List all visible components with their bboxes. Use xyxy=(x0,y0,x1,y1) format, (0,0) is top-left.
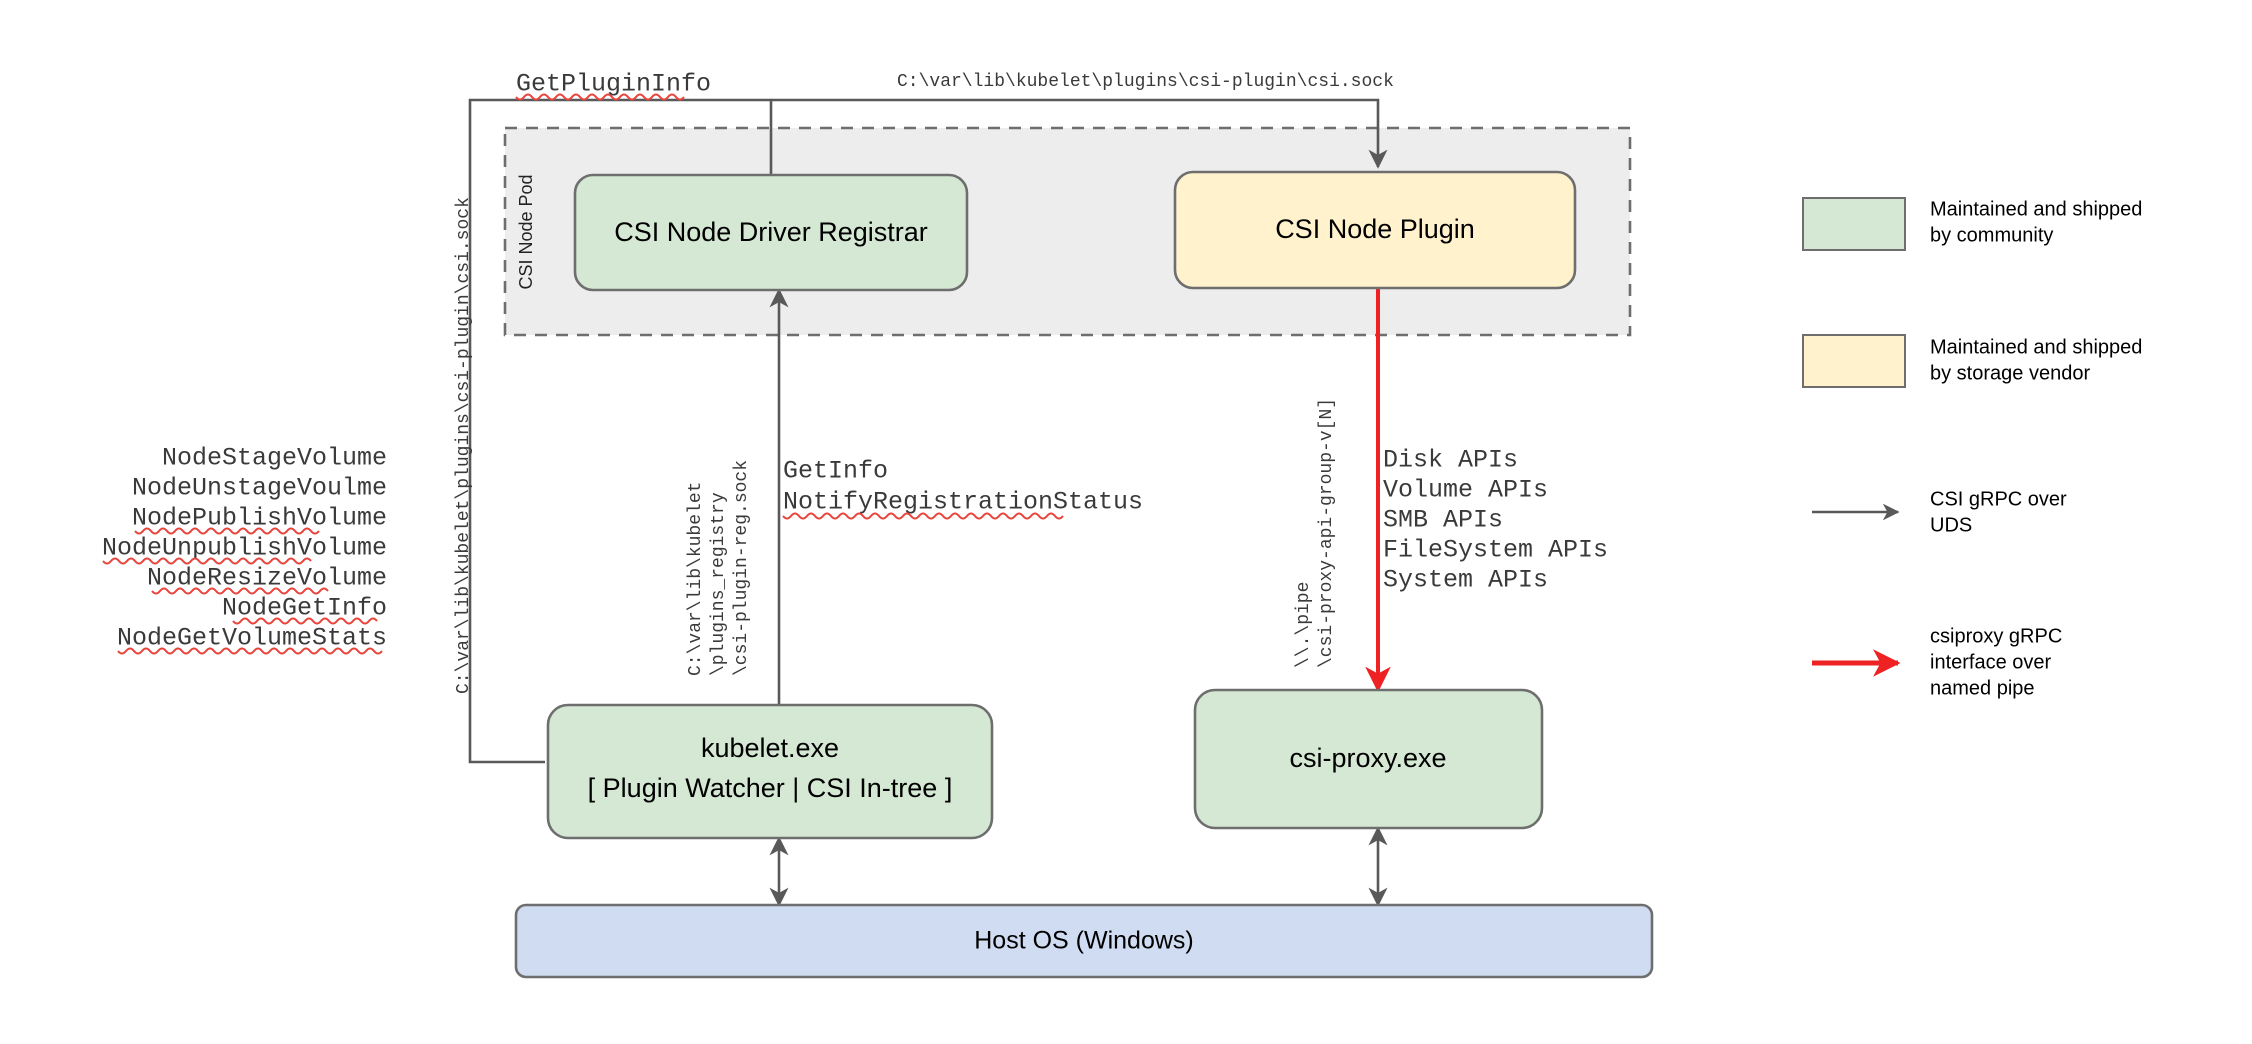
spellcheck-underline xyxy=(117,647,383,655)
legend-swatch-community-color xyxy=(1802,197,1906,251)
node-service-call-item: NodeUnstageVoulme xyxy=(132,474,387,503)
spellcheck-underline xyxy=(232,617,378,625)
legend-swatch-community: Maintained and shipped by community xyxy=(1802,197,2142,251)
node-service-call-item: NodeGetVolumeStats xyxy=(117,624,387,653)
legend-swatch-community-line2: by community xyxy=(1930,224,2053,246)
node-kubelet-label-line1: kubelet.exe xyxy=(701,733,839,763)
legend: Maintained and shipped by community Main… xyxy=(1802,197,2142,699)
proxy-api-group-item: SMB APIs xyxy=(1383,506,1503,535)
spellcheck-underline xyxy=(151,587,329,595)
legend-swatch-storage-vendor-line2: by storage vendor xyxy=(1930,362,2090,384)
annotation-named-pipe-line-1: \\.\pipe xyxy=(1294,582,1314,668)
legend-arrow-csiproxy-named-pipe-line1: csiproxy gRPC xyxy=(1930,625,2062,647)
annotation-registration-calls: GetInfo NotifyRegistrationStatus xyxy=(782,457,1143,520)
node-service-call-item: NodeStageVolume xyxy=(162,444,387,473)
connector-csi-sock-to-node-plugin xyxy=(771,98,1388,169)
node-service-call-item: NodeResizeVolume xyxy=(147,564,387,593)
legend-arrow-csiproxy-named-pipe: csiproxy gRPC interface over named pipe xyxy=(1812,625,2062,699)
node-host-os[interactable]: Host OS (Windows) xyxy=(514,903,1654,979)
proxy-api-group-item: FileSystem APIs xyxy=(1383,536,1608,565)
legend-arrow-csi-grpc-uds-line2: UDS xyxy=(1930,514,1972,536)
node-csi-node-plugin[interactable]: CSI Node Plugin xyxy=(1173,170,1577,290)
node-service-call-item: NodeGetInfo xyxy=(222,594,387,623)
legend-swatch-community-line1: Maintained and shipped xyxy=(1930,198,2142,220)
legend-arrow-csi-grpc-uds: CSI gRPC over UDS xyxy=(1812,488,2067,536)
legend-swatch-storage-vendor: Maintained and shipped by storage vendor xyxy=(1802,334,2142,388)
spellcheck-underline xyxy=(102,557,312,565)
proxy-api-group-item: Volume APIs xyxy=(1383,476,1548,505)
proxy-api-group-item: System APIs xyxy=(1383,566,1548,595)
annotation-getplugininfo: GetPluginInfo xyxy=(515,70,711,101)
node-registrar-box xyxy=(573,173,969,292)
node-csiproxy-box xyxy=(1193,688,1544,830)
node-kubelet-label-line2: [ Plugin Watcher | CSI In-tree ] xyxy=(588,773,953,803)
node-plugin-box xyxy=(1173,170,1577,290)
spellcheck-underline xyxy=(134,527,320,535)
node-plugin-label: CSI Node Plugin xyxy=(1275,214,1475,244)
node-kubelet-box xyxy=(546,703,994,840)
legend-arrow-csiproxy-named-pipe-line2: interface over xyxy=(1930,651,2052,673)
node-kubelet-exe[interactable]: kubelet.exe [ Plugin Watcher | CSI In-tr… xyxy=(546,703,994,840)
annotation-csi-sock-top: C:\var\lib\kubelet\plugins\csi-plugin\cs… xyxy=(897,72,1394,92)
annotation-registry-path-line-2: \plugins_registry xyxy=(709,492,729,676)
connector-getplugininfo xyxy=(468,98,773,764)
legend-swatch-storage-vendor-line1: Maintained and shipped xyxy=(1930,336,2142,358)
annotation-getplugininfo-text: GetPluginInfo xyxy=(516,70,711,99)
annotation-getinfo: GetInfo xyxy=(783,457,888,486)
node-service-call-list: NodeStageVolume NodeUnstageVoulme NodePu… xyxy=(102,444,387,655)
legend-arrow-csi-grpc-uds-line1: CSI gRPC over xyxy=(1930,488,2067,510)
node-hostos-box xyxy=(514,903,1654,979)
legend-swatch-storage-vendor-color xyxy=(1802,334,1906,388)
node-csi-proxy-exe[interactable]: csi-proxy.exe xyxy=(1193,688,1544,830)
annotation-notifyregistrationstatus-spellcheck xyxy=(782,512,1064,520)
node-hostos-label: Host OS (Windows) xyxy=(974,927,1193,955)
annotation-registry-path-line-3: \csi-plugin-reg.sock xyxy=(732,460,752,676)
proxy-api-group-item: Disk APIs xyxy=(1383,446,1518,475)
proxy-api-group-list: Disk APIs Volume APIs SMB APIs FileSyste… xyxy=(1383,446,1608,595)
annotation-csi-sock-vertical: C:\var\lib\kubelet\plugins\csi-plugin\cs… xyxy=(454,197,474,694)
node-csi-node-driver-registrar[interactable]: CSI Node Driver Registrar xyxy=(573,173,969,292)
node-csiproxy-label: csi-proxy.exe xyxy=(1289,743,1446,773)
annotation-notifyregistrationstatus: NotifyRegistrationStatus xyxy=(783,488,1143,517)
node-registrar-label: CSI Node Driver Registrar xyxy=(614,217,928,247)
annotation-getplugininfo-spellcheck xyxy=(515,93,685,101)
annotation-named-pipe-line-2: \csi-proxy-api-group-v[N] xyxy=(1317,398,1337,668)
legend-arrow-csiproxy-named-pipe-line3: named pipe xyxy=(1930,677,2035,699)
annotation-registry-path-line-1: C:\var\lib\kubelet xyxy=(686,482,706,676)
csi-node-pod-label: CSI Node Pod xyxy=(516,174,536,289)
